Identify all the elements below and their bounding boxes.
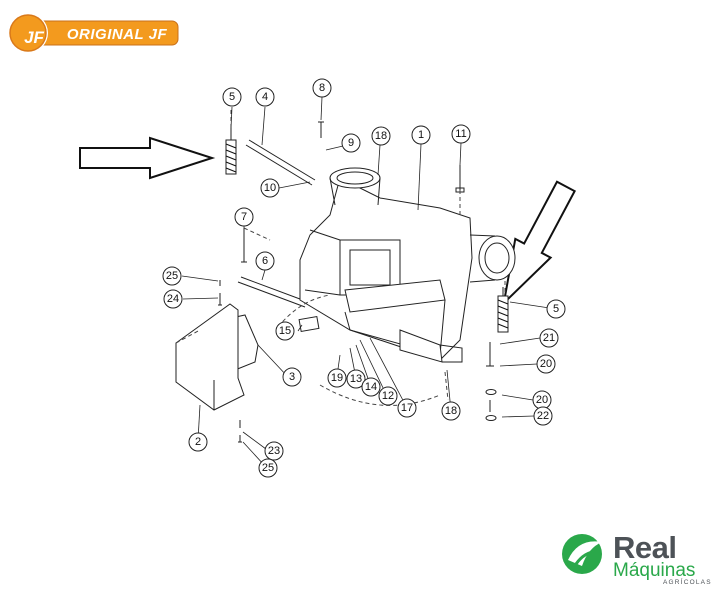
- callout-6: 6: [262, 255, 268, 267]
- callout-1: 1: [418, 129, 424, 141]
- spring-left: [225, 128, 237, 175]
- original-jf-badge: JF ORIGINAL JF: [6, 12, 182, 54]
- callout-2: 2: [195, 436, 201, 448]
- callout-7: 7: [241, 211, 247, 223]
- pointer-arrow-left: [79, 136, 216, 180]
- callout-5-left: 5: [229, 91, 235, 103]
- callout-13: 13: [350, 373, 362, 385]
- brand-name-secondary: Máquinas: [613, 560, 696, 581]
- callout-25-bottom: 25: [262, 462, 274, 474]
- callout-8: 8: [319, 82, 325, 94]
- callout-20-bottom: 20: [536, 394, 548, 406]
- callout-23: 23: [268, 445, 280, 457]
- brand-name: Real: [613, 530, 677, 565]
- brand-tagline: AGRÍCOLAS: [663, 579, 712, 586]
- callout-18-bottom: 18: [445, 405, 457, 417]
- spring-right: [497, 287, 509, 333]
- callout-5-right: 5: [553, 303, 559, 315]
- brand-leaf-icon: [562, 534, 602, 574]
- callout-12: 12: [382, 390, 394, 402]
- jf-logo-text: JF: [24, 28, 44, 47]
- callout-11: 11: [455, 128, 466, 140]
- badge-label: ORIGINAL JF: [66, 26, 168, 43]
- callout-15: 15: [279, 325, 291, 337]
- callout-10: 10: [264, 182, 276, 194]
- callout-20-top: 20: [540, 358, 552, 370]
- callout-24: 24: [167, 293, 179, 305]
- badge-shape: [8, 13, 179, 53]
- callout-14: 14: [365, 381, 377, 393]
- real-maquinas-logo: Real Máquinas AGRÍCOLAS: [558, 526, 718, 588]
- callout-21: 21: [543, 332, 555, 344]
- callout-9: 9: [348, 137, 354, 149]
- callout-4: 4: [262, 91, 268, 103]
- callout-19: 19: [331, 372, 343, 384]
- callout-22: 22: [537, 410, 549, 422]
- callout-17: 17: [401, 402, 413, 414]
- callout-25-top: 25: [166, 270, 178, 282]
- callout-3: 3: [289, 371, 295, 383]
- callout-18-top: 18: [375, 130, 387, 142]
